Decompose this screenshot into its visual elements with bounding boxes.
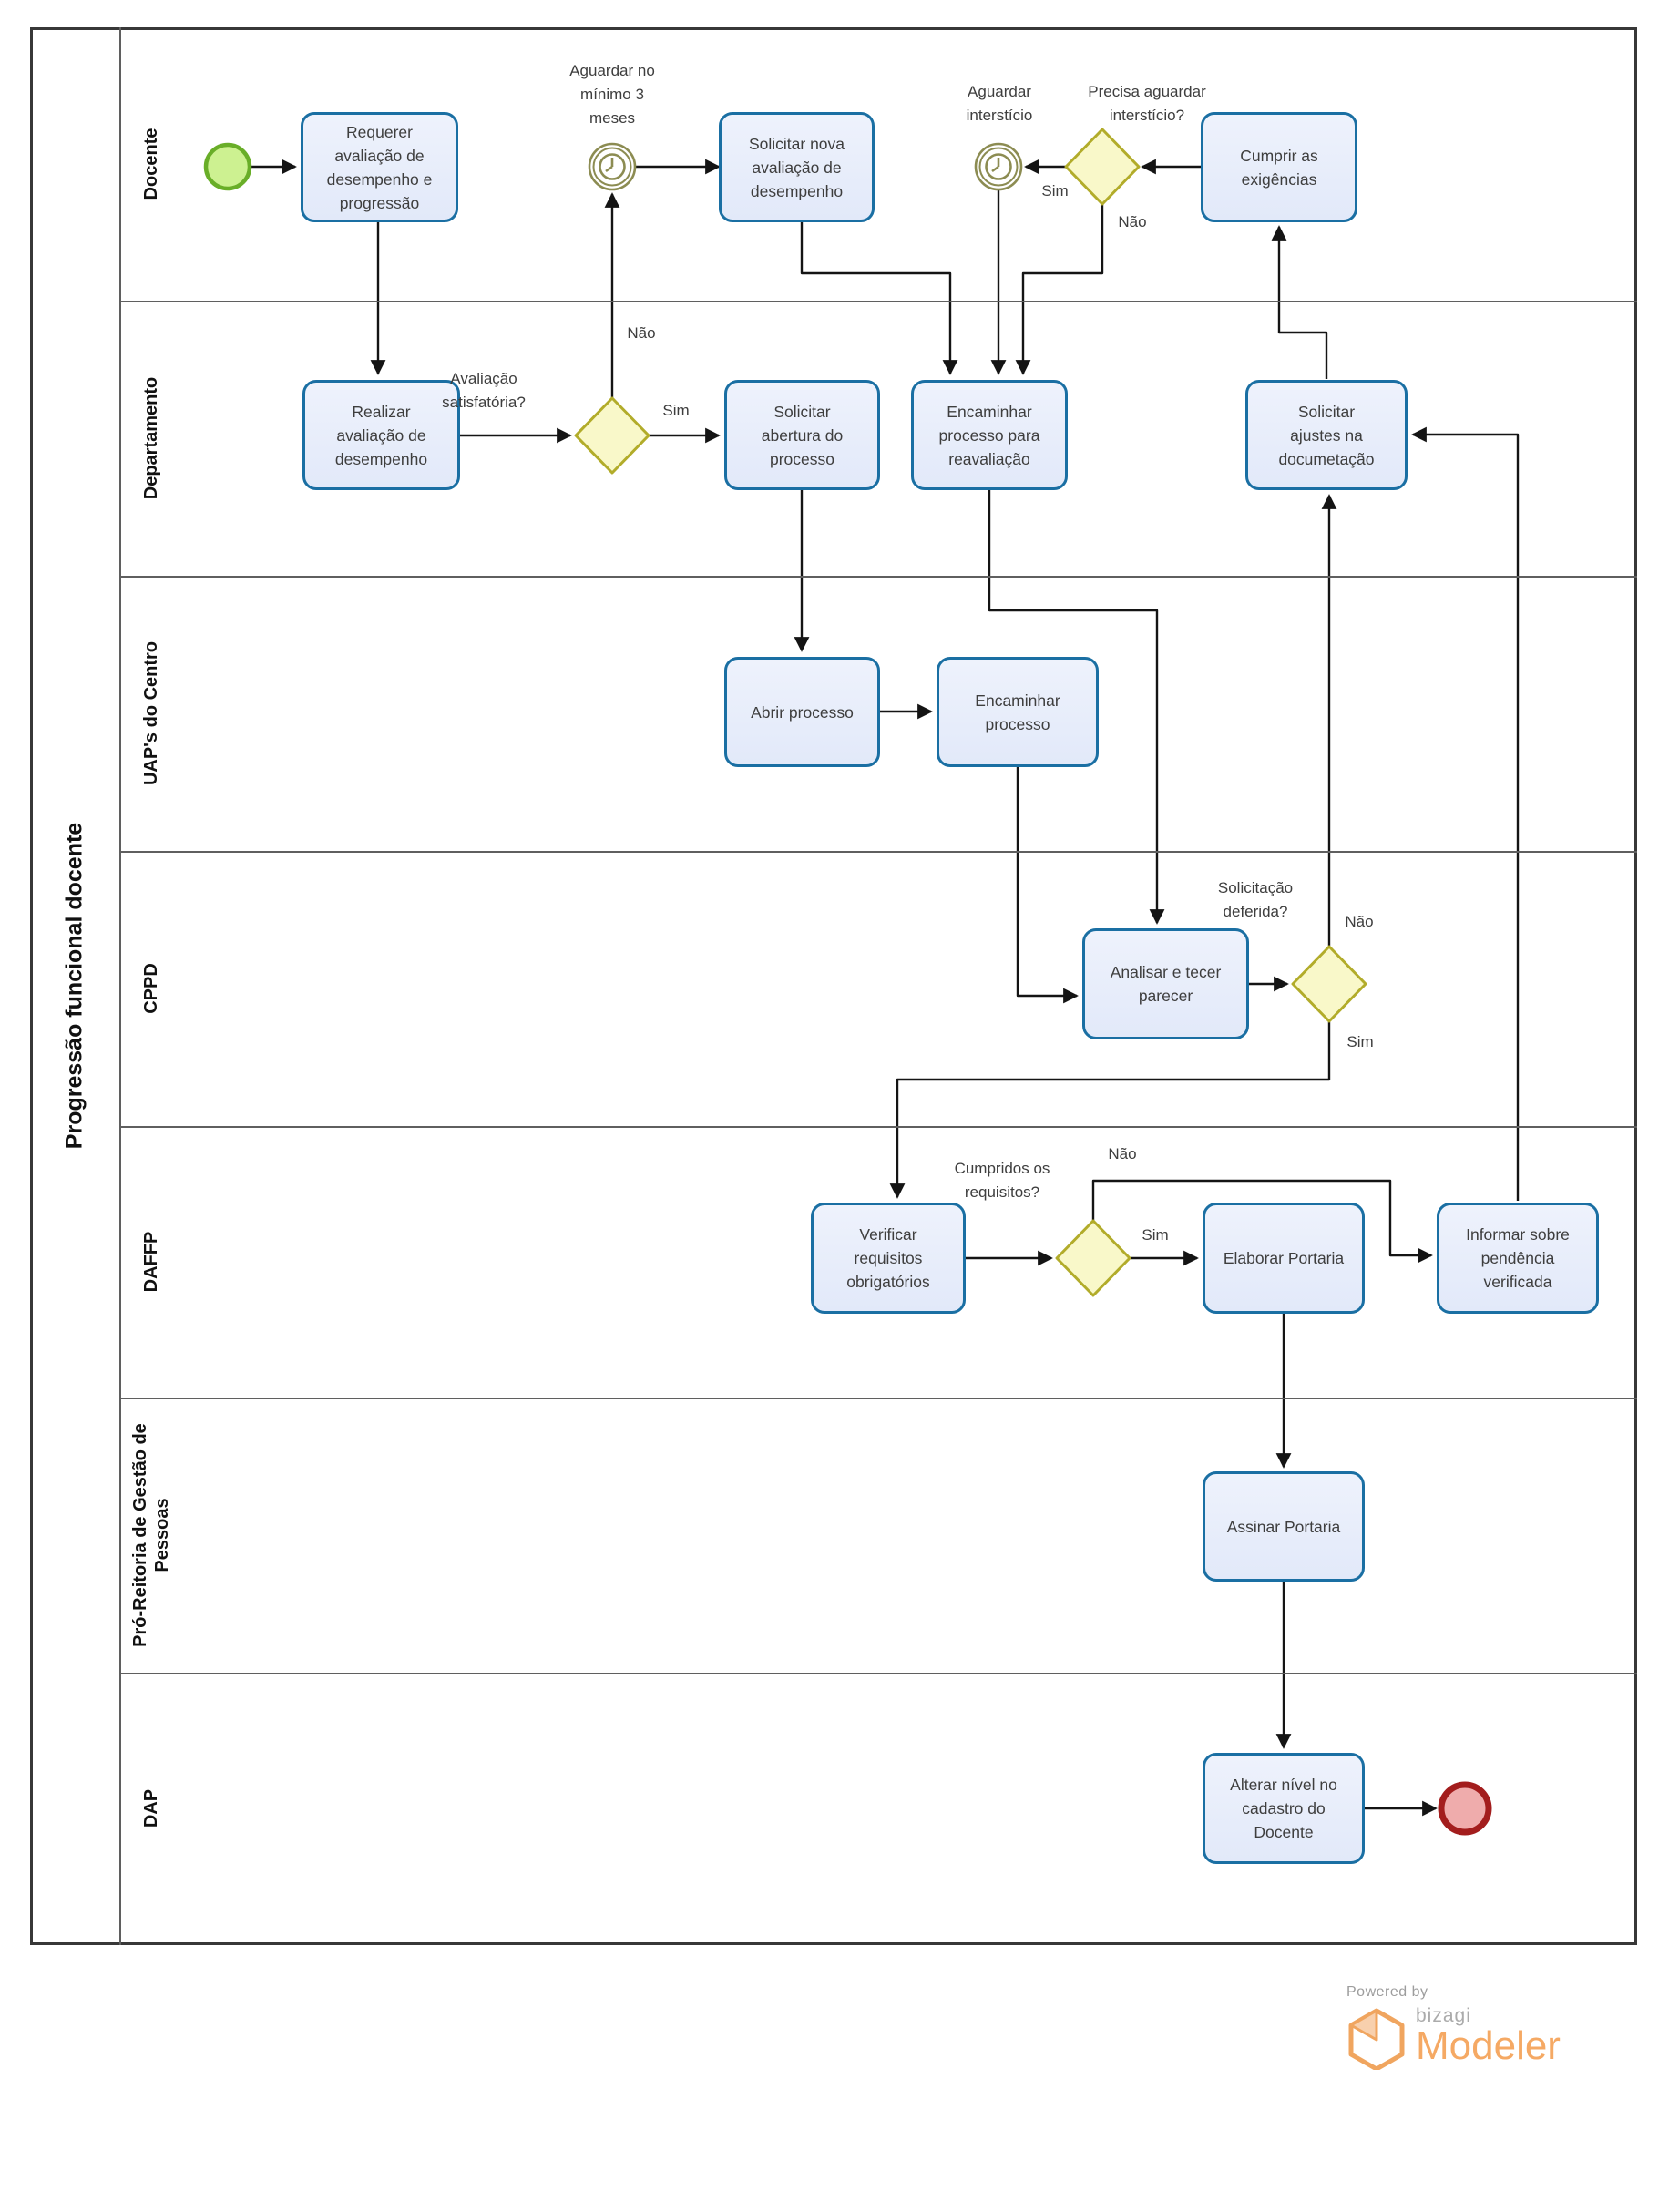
powered-by-text: Powered by [1346,1984,1428,2000]
label-gateway-precisa: Precisa aguardar interstício? [1088,83,1206,124]
gateway-solicitacao-deferida[interactable] [1291,945,1367,1023]
lane-label-departamento: Departamento [141,376,161,500]
pool-title: Progressão funcional docente [61,822,87,1150]
lane-label-uaps: UAP's do Centro [141,640,161,786]
label-timer-intersticio: Aguardar interstício [966,83,1033,124]
label-gateway-deferida: Solicitação deferida? [1217,879,1294,920]
task-informar-pendencia[interactable]: Informar sobre pendência verificada [1437,1203,1599,1314]
task-elaborar-portaria[interactable]: Elaborar Portaria [1203,1203,1365,1314]
lane-label-daffp: DAFFP [141,1231,161,1293]
label-deferida-nao: Não [1345,913,1374,930]
task-realizar-avaliacao[interactable]: Realizar avaliação de desempenho [302,380,460,490]
label-avaliacao-nao: Não [627,324,656,342]
task-cumprir-exigencias[interactable]: Cumprir as exigências [1201,112,1357,222]
label-precisa-sim: Sim [1041,182,1069,200]
pool-title-divider [119,27,121,1945]
task-assinar-portaria[interactable]: Assinar Portaria [1203,1471,1365,1582]
footer-branding: Powered by bizagi Modeler [1346,1984,1561,2070]
label-gateway-avaliacao: Avaliação satisfatória? [442,370,526,411]
lane-divider [119,851,1637,853]
label-cumpridos-sim: Sim [1142,1226,1169,1244]
flow-deferida-sim-verificar [889,1022,1331,1199]
task-solicitar-abertura[interactable]: Solicitar abertura do processo [724,380,880,490]
label-timer-minimo: Aguardar no mínimo 3 meses [569,62,655,127]
task-analisar-parecer[interactable]: Analisar e tecer parecer [1082,928,1249,1039]
lane-divider [119,576,1637,578]
timer-event-minimo-3-meses[interactable] [588,142,637,191]
gateway-precisa-aguardar[interactable] [1064,128,1141,206]
gateway-avaliacao-satisfatoria[interactable] [574,396,650,475]
label-gateway-cumpridos: Cumpridos os requisitos? [954,1160,1050,1201]
task-solicitar-ajustes[interactable]: Solicitar ajustes na documetação [1245,380,1408,490]
timer-event-intersticio[interactable] [974,142,1023,191]
label-cumpridos-nao: Não [1108,1145,1137,1162]
task-encaminhar-reavaliacao[interactable]: Encaminhar processo para reavaliação [911,380,1068,490]
modeler-product-text: Modeler [1416,2023,1561,2068]
label-deferida-sim: Sim [1346,1033,1374,1050]
end-event[interactable] [1438,1781,1492,1836]
bizagi-logo-icon [1348,2008,1405,2070]
task-solicitar-nova[interactable]: Solicitar nova avaliação de desempenho [719,112,875,222]
flow-encaminhar-proc-analisar [1016,767,1079,1004]
label-avaliacao-sim: Sim [662,402,690,419]
task-encaminhar-processo[interactable]: Encaminhar processo [937,657,1099,767]
task-alterar-nivel[interactable]: Alterar nível no cadastro do Docente [1203,1753,1365,1864]
label-precisa-nao: Não [1118,213,1147,230]
lane-label-docente: Docente [141,128,161,200]
task-requerer-avaliacao[interactable]: Requerer avaliação de desempenho e progr… [301,112,458,222]
flow-cumpridos-nao-informar [1091,1179,1433,1264]
start-event[interactable] [203,142,252,191]
flow-encaminhar-reav-analisar [988,490,1165,925]
gateway-cumpridos-requisitos[interactable] [1055,1219,1131,1297]
bizagi-brand-text: bizagi [1416,2005,1471,2026]
pool-border [30,27,1637,1945]
lane-divider [119,1673,1637,1674]
task-verificar-requisitos[interactable]: Verificar requisitos obrigatórios [811,1203,966,1314]
flow-solicitar-ajustes-cumprir [1271,225,1328,379]
lane-label-pro-reitoria: Pró-Reitoria de Gestão de Pessoas [130,1423,172,1647]
flow-solicitar-nova-encaminhar-reav [800,221,958,375]
lane-divider [119,1398,1637,1399]
lane-divider [119,301,1637,302]
lane-divider [119,1126,1637,1128]
lane-label-cppd: CPPD [141,963,161,1014]
lane-label-dap: DAP [141,1788,161,1828]
flow-precisa-nao-encaminhar-reav [1015,204,1104,375]
flow-informar-solicitar-ajustes [1411,426,1520,1201]
task-abrir-processo[interactable]: Abrir processo [724,657,880,767]
